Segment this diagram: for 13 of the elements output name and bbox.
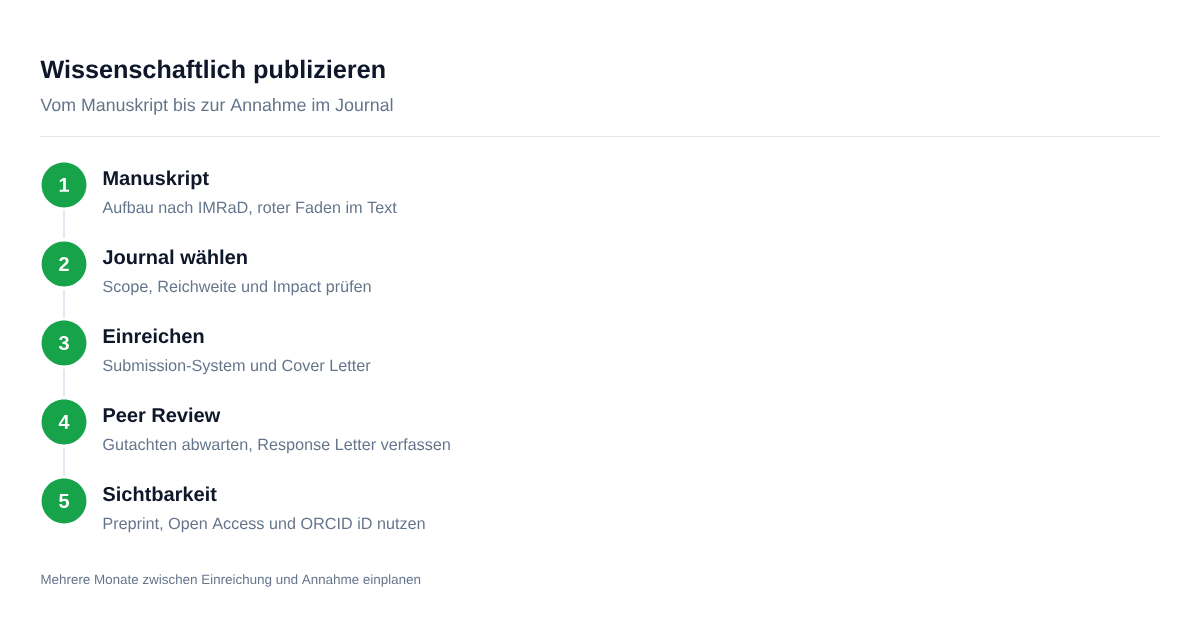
step-description: Preprint, Open Access und ORCID iD nutzen: [103, 517, 425, 533]
step-title: Einreichen: [103, 328, 204, 344]
footnote: Mehrere Monate zwischen Einreichung und Annahme einplanen: [41, 574, 421, 587]
step-title: Manuskript: [103, 170, 209, 190]
step-title: Peer Review: [103, 407, 221, 423]
step-description: Submission-System und Cover Letter: [103, 359, 371, 375]
step-description: Gutachten abwarten, Response Letter verfassen: [103, 438, 450, 454]
step-description: Aufbau nach IMRaD, roter Faden im Text: [102, 201, 397, 216]
subtitle: Vom Manuskript bis zur Annahme im Journal: [40, 98, 393, 115]
step-title: Sichtbarkeit: [102, 486, 217, 502]
step-title: Journal wählen: [102, 249, 247, 265]
step-description: Scope, Reichweite und Impact prüfen: [103, 280, 371, 296]
title: Wissenschaftlich publizieren: [40, 59, 385, 84]
